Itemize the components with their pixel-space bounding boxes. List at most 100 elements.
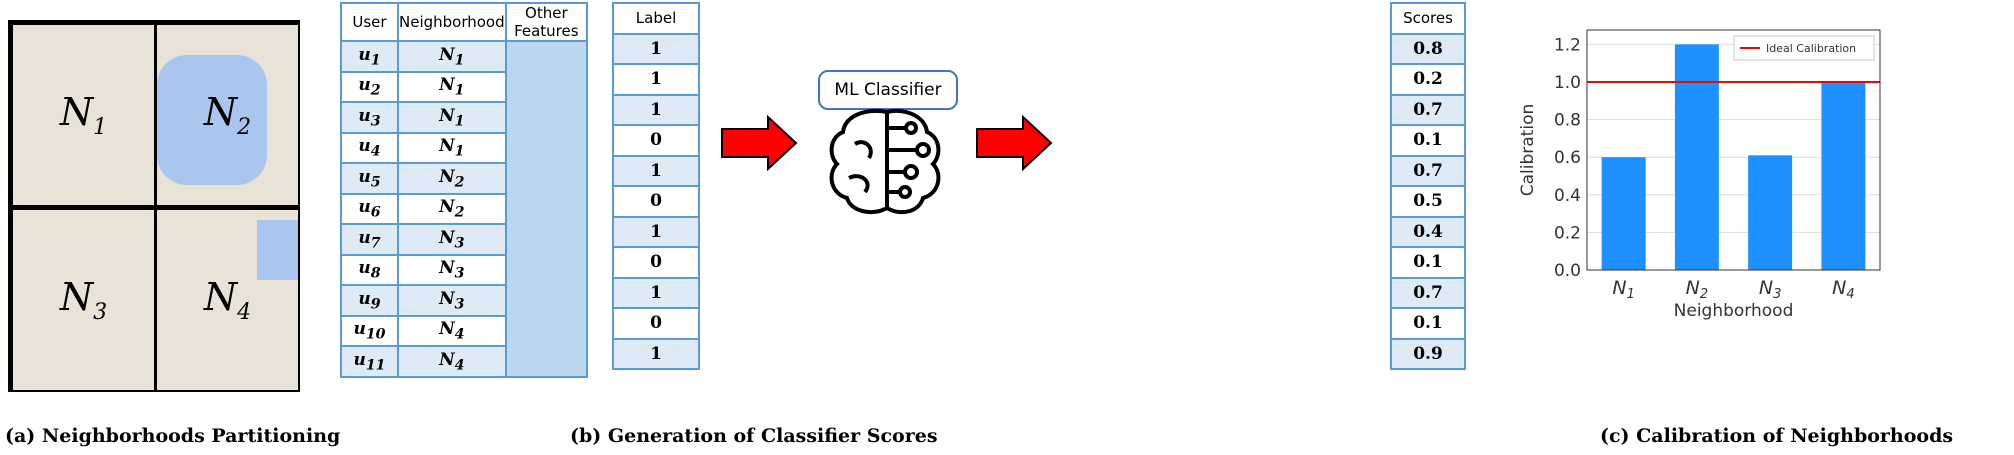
header-user: User bbox=[340, 2, 399, 42]
user-cell: u11 bbox=[340, 345, 399, 378]
caption-b: (b) Generation of Classifier Scores bbox=[570, 425, 938, 447]
bar bbox=[1821, 82, 1866, 270]
neighborhood-cell: N1 bbox=[397, 131, 507, 164]
neighborhood-cell: N3 bbox=[397, 253, 507, 286]
neighborhood-cell: N2 bbox=[397, 162, 507, 195]
map-tile-n4: N4 bbox=[157, 210, 298, 390]
map-tile-n1: N1 bbox=[13, 25, 154, 205]
map-tile-n2: N2 bbox=[157, 25, 298, 205]
label-cell: 1 bbox=[612, 63, 700, 96]
x-tick-label: N1 bbox=[1612, 277, 1635, 302]
user-cell: u4 bbox=[340, 131, 399, 164]
neighborhood-map: N1 N2 N3 N4 bbox=[8, 20, 300, 392]
score-cell: 0.7 bbox=[1390, 154, 1466, 187]
header-other: Other Features bbox=[504, 2, 589, 42]
tile-label: N3 bbox=[59, 275, 108, 325]
neighborhood-cell: N3 bbox=[397, 223, 507, 256]
score-cell: 0.9 bbox=[1390, 337, 1466, 370]
neighborhood-cell: N2 bbox=[397, 192, 507, 225]
neighborhood-cell: N3 bbox=[397, 284, 507, 317]
y-tick-label: 0.4 bbox=[1554, 186, 1581, 206]
tile-label: N2 bbox=[203, 90, 252, 140]
caption-a: (a) Neighborhoods Partitioning bbox=[5, 425, 341, 447]
score-cell: 0.7 bbox=[1390, 93, 1466, 126]
score-cell: 0.5 bbox=[1390, 185, 1466, 218]
header-scores: Scores bbox=[1390, 2, 1466, 35]
x-tick-label: N3 bbox=[1759, 277, 1782, 302]
neighborhood-cell: N1 bbox=[397, 70, 507, 103]
ml-classifier-box: ML Classifier bbox=[818, 70, 958, 110]
calibration-chart: 0.0 0.2 0.4 0.6 0.8 1.0 1.2N1 N2 N3 N4 Ideal Calib… bbox=[1518, 29, 1881, 321]
score-cell: 0.2 bbox=[1390, 63, 1466, 96]
bar bbox=[1601, 157, 1646, 270]
label-cell: 0 bbox=[612, 307, 700, 340]
score-cell: 0.1 bbox=[1390, 246, 1466, 279]
score-cell: 0.8 bbox=[1390, 32, 1466, 65]
x-tick-label: N4 bbox=[1832, 277, 1855, 302]
score-cell: 0.4 bbox=[1390, 215, 1466, 248]
y-tick-label: 1.0 bbox=[1554, 73, 1581, 93]
header-label: Label bbox=[612, 2, 700, 35]
bar bbox=[1674, 44, 1719, 271]
neighborhood-cell: N4 bbox=[397, 314, 507, 347]
y-tick-label: 1.2 bbox=[1554, 35, 1581, 55]
user-cell: u5 bbox=[340, 162, 399, 195]
y-tick-label: 0.6 bbox=[1554, 148, 1581, 168]
label-cell: 0 bbox=[612, 124, 700, 157]
y-tick-label: 0.8 bbox=[1554, 111, 1581, 131]
label-cell: 1 bbox=[612, 337, 700, 370]
score-cell: 0.7 bbox=[1390, 276, 1466, 309]
tile-label: N4 bbox=[203, 275, 252, 325]
user-cell: u6 bbox=[340, 192, 399, 225]
score-cell: 0.1 bbox=[1390, 307, 1466, 340]
label-cell: 1 bbox=[612, 154, 700, 187]
tile-label: N1 bbox=[59, 90, 108, 140]
neighborhood-cell: N1 bbox=[397, 40, 507, 73]
label-cell: 1 bbox=[612, 32, 700, 65]
y-axis-label: Calibration bbox=[1518, 104, 1538, 197]
score-cell: 0.1 bbox=[1390, 124, 1466, 157]
user-cell: u7 bbox=[340, 223, 399, 256]
legend-label: Ideal Calibration bbox=[1766, 42, 1856, 55]
y-tick-label: 0.2 bbox=[1554, 223, 1581, 243]
label-cell: 1 bbox=[612, 276, 700, 309]
caption-c: (c) Calibration of Neighborhoods bbox=[1600, 425, 1954, 447]
label-cell: 0 bbox=[612, 185, 700, 218]
neighborhood-cell: N1 bbox=[397, 101, 507, 134]
plot-frame bbox=[1586, 29, 1881, 271]
x-axis-label: Neighborhood bbox=[1674, 301, 1794, 321]
user-cell: u8 bbox=[340, 253, 399, 286]
user-cell: u10 bbox=[340, 314, 399, 347]
user-cell: u1 bbox=[340, 40, 399, 73]
user-cell: u9 bbox=[340, 284, 399, 317]
neighborhood-cell: N4 bbox=[397, 345, 507, 378]
other-features-cell bbox=[504, 40, 589, 378]
label-cell: 1 bbox=[612, 93, 700, 126]
arrow-icon bbox=[976, 115, 1053, 171]
y-tick-label: 0.0 bbox=[1554, 261, 1581, 281]
user-cell: u2 bbox=[340, 70, 399, 103]
arrow-icon bbox=[721, 115, 798, 171]
x-tick-label: N2 bbox=[1686, 277, 1709, 302]
bar bbox=[1748, 155, 1793, 270]
label-cell: 0 bbox=[612, 246, 700, 279]
brain-circuit-icon bbox=[829, 109, 941, 215]
map-tile-n3: N3 bbox=[13, 210, 154, 390]
header-neighborhood: Neighborhood bbox=[397, 2, 507, 42]
label-cell: 1 bbox=[612, 215, 700, 248]
user-cell: u3 bbox=[340, 101, 399, 134]
